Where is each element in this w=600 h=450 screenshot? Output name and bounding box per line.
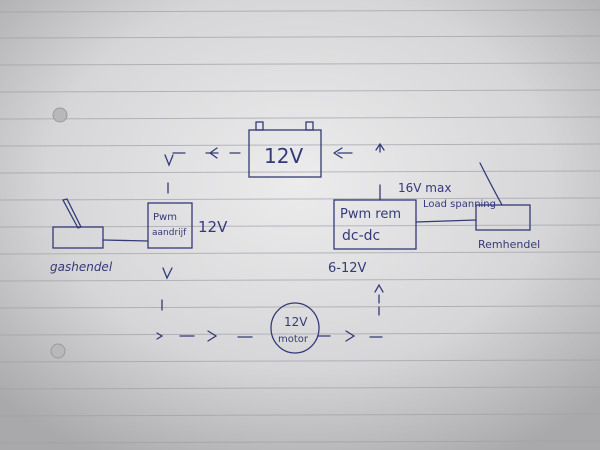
brake-lever-label: Remhendel <box>478 238 540 251</box>
brake-controller-label-2: dc-dc <box>342 228 380 244</box>
brake-controller-label-1: Pwm rem <box>340 207 401 222</box>
brake-controller-output: 6-12V <box>328 261 367 276</box>
motor-label-2: motor <box>278 334 309 345</box>
load-voltage-annotation: Load spanning <box>423 199 496 210</box>
current-flow-arrows <box>156 142 385 342</box>
brake-controller-input: 16V max <box>398 181 451 195</box>
motor: 12V motor <box>270 302 320 354</box>
pwm-drive-voltage: 12V <box>198 218 228 236</box>
throttle-label: gashendel <box>50 260 113 274</box>
punch-hole-bottom <box>50 343 66 359</box>
throttle: gashendel <box>50 198 149 274</box>
battery-label: 12V <box>264 144 303 168</box>
pwm-drive-label-2: aandrijf <box>152 228 187 238</box>
pwm-drive-label-1: Pwm <box>153 212 177 223</box>
pwm-drive-controller: Pwm aandrijf 12V <box>147 202 228 249</box>
punch-hole-top <box>52 107 68 123</box>
motor-label-1: 12V <box>284 315 308 329</box>
battery: 12V <box>248 121 322 178</box>
brake-lever: Load spanning Remhendel <box>415 162 540 251</box>
pwm-brake-dcdc: Pwm rem dc-dc 6-12V 16V max <box>328 181 451 276</box>
